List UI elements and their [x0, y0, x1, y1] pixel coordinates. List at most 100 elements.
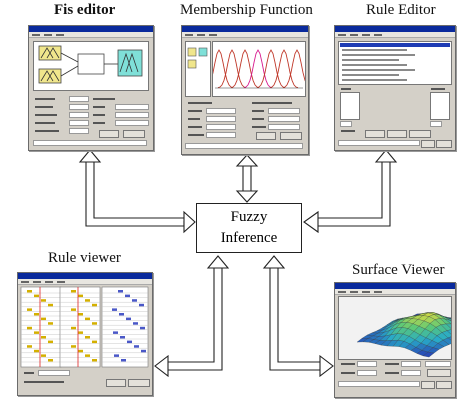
rule-viewer-mark: [71, 345, 76, 348]
rule-editor-window: [334, 25, 456, 151]
not-checkbox[interactable]: [430, 121, 442, 127]
close-button[interactable]: [128, 379, 150, 387]
output-select[interactable]: [425, 361, 451, 367]
rule-viewer-mark: [85, 336, 90, 339]
help-button[interactable]: [256, 132, 276, 140]
fuzzy-inference-box: Fuzzy Inference: [196, 203, 302, 253]
arrow-head: [78, 149, 102, 163]
fis-field[interactable]: [69, 120, 89, 126]
window-menubar: [182, 32, 308, 38]
surface-viewer-window: [334, 282, 456, 398]
rule-viewer-column: [59, 286, 101, 368]
rule-viewer-mark: [27, 326, 32, 330]
membership-curve: [269, 49, 299, 89]
rule-viewer-mark: [118, 290, 123, 293]
arrow-head: [206, 255, 230, 269]
help-button[interactable]: [421, 381, 435, 389]
window-titlebar: [335, 26, 455, 32]
y-input-select[interactable]: [401, 361, 421, 367]
delete-rule-button[interactable]: [365, 130, 385, 138]
rule-viewer-mark: [71, 326, 76, 330]
rule-viewer-mark: [78, 313, 83, 316]
rule-viewer-mark: [71, 308, 76, 311]
add-rule-button[interactable]: [387, 130, 407, 138]
fis-field[interactable]: [69, 96, 89, 102]
close-button[interactable]: [280, 132, 302, 140]
input-field[interactable]: [38, 370, 70, 376]
status-bar: [33, 140, 147, 146]
membership-function-window: [181, 25, 309, 155]
arrow-head: [235, 190, 259, 203]
variable-panel: [185, 41, 211, 97]
membership-curve: [256, 49, 286, 89]
mf-field[interactable]: [206, 132, 236, 138]
rule-viewer-mark: [34, 331, 39, 334]
rule-viewer-mark: [113, 331, 118, 334]
rule-viewer-mark: [48, 322, 53, 325]
close-button[interactable]: [123, 130, 145, 138]
arrow-head: [154, 354, 169, 378]
arrow-surface-viewer: [269, 268, 320, 371]
arrow-head: [235, 154, 259, 167]
rule-viewer-mark: [41, 317, 46, 321]
rule-viewer-mark: [27, 308, 32, 311]
fis-field[interactable]: [115, 104, 149, 110]
fis-field[interactable]: [69, 112, 89, 118]
arrow-head: [183, 210, 196, 234]
status-bar: [338, 381, 420, 387]
mf-field[interactable]: [268, 108, 300, 114]
window-titlebar: [182, 26, 308, 32]
x-input-select[interactable]: [357, 361, 377, 367]
window-menubar: [29, 32, 153, 38]
not-checkbox[interactable]: [340, 121, 352, 127]
evaluate-button[interactable]: [427, 369, 451, 377]
rule-viewer-mark: [85, 299, 90, 302]
fis-editor-label: Fis editor: [54, 2, 116, 18]
rule-viewer-window: [17, 272, 153, 396]
membership-curve: [243, 49, 273, 89]
mf-field[interactable]: [206, 116, 236, 122]
close-button[interactable]: [436, 140, 452, 148]
mf-field[interactable]: [268, 124, 300, 130]
help-button[interactable]: [106, 379, 126, 387]
fis-field[interactable]: [115, 120, 149, 126]
rule-editor-label: Rule Editor: [366, 2, 436, 18]
fis-field[interactable]: [115, 112, 149, 118]
surface-viewer-label: Surface Viewer: [352, 262, 445, 278]
y-grids-field[interactable]: [401, 370, 421, 376]
rule-viewer-mark: [125, 294, 130, 298]
change-rule-button[interactable]: [409, 130, 431, 138]
rule-viewer-mark: [141, 349, 146, 353]
rule-viewer-mark: [27, 290, 32, 293]
output-mf-list[interactable]: [430, 92, 450, 120]
arrow-mf: [242, 166, 252, 191]
status-bar: [338, 140, 420, 146]
fis-field[interactable]: [69, 104, 89, 110]
help-button[interactable]: [99, 130, 119, 138]
membership-function-label: Membership Function: [180, 2, 313, 18]
rule-viewer-mark: [71, 290, 76, 293]
mf-field[interactable]: [206, 124, 236, 130]
x-grids-field[interactable]: [357, 370, 377, 376]
rule-viewer-mark: [85, 317, 90, 321]
close-button[interactable]: [436, 381, 452, 389]
window-titlebar: [18, 273, 152, 279]
window-titlebar: [335, 283, 455, 289]
mf-field[interactable]: [206, 108, 236, 114]
membership-plot: [204, 49, 308, 89]
mf-field[interactable]: [268, 116, 300, 122]
rule-list-lines: [340, 43, 450, 81]
help-button[interactable]: [421, 140, 435, 148]
fis-field[interactable]: [69, 128, 89, 134]
arrow-rule-editor: [318, 162, 391, 227]
arrow-head: [262, 255, 286, 269]
input-mf-list[interactable]: [340, 92, 360, 120]
surface-cell: [422, 351, 435, 358]
rule-viewer-mark: [78, 331, 83, 334]
selected-rule[interactable]: [340, 43, 450, 47]
rule-viewer-mark: [34, 349, 39, 353]
rule-viewer-mark: [127, 340, 132, 344]
rule-viewer-mark: [48, 359, 53, 362]
rule-viewer-mark: [92, 303, 97, 307]
rule-viewer-label: Rule viewer: [48, 250, 121, 266]
